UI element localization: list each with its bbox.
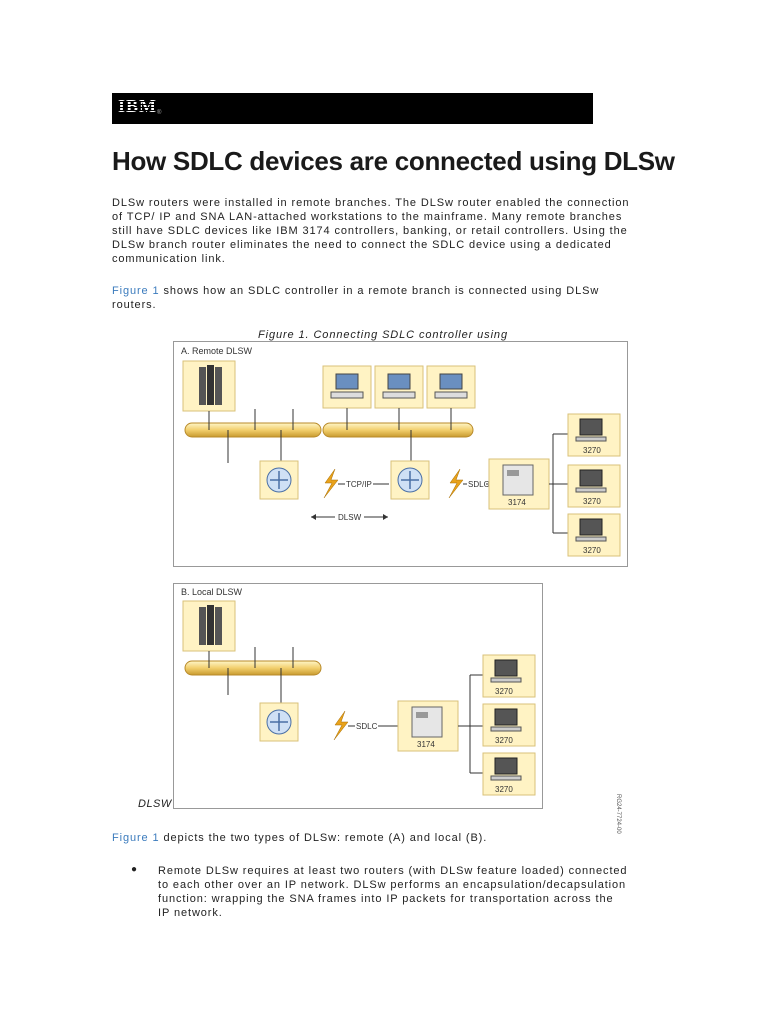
intro-line: DLSw routers were installed in remote br… <box>112 197 630 209</box>
registered-mark: ® <box>157 110 162 116</box>
terminal-3270-icon <box>567 513 621 557</box>
intro-line: communication link. <box>112 253 226 265</box>
diagram-local-dlsw: B. Local DLSW SDLC 3174 <box>173 583 543 809</box>
bullet-line: Remote DLSw requires at least two router… <box>158 865 628 877</box>
sdlc-label: SDLC <box>356 722 378 731</box>
diagram-a-label: A. Remote DLSW <box>181 346 253 356</box>
lan-connections <box>208 647 294 703</box>
terminal-label: 3270 <box>495 785 513 794</box>
terminal-label: 3270 <box>583 546 601 555</box>
intro-paragraph: DLSw routers were installed in remote br… <box>112 196 657 266</box>
lan-bus <box>184 422 322 438</box>
bullet-marker: ● <box>131 864 138 875</box>
dlsw-side-label: DLSW <box>138 798 172 810</box>
intro-line: DLSw branch router eliminates the need t… <box>112 239 612 251</box>
ibm-logo: IBM <box>118 96 157 116</box>
terminal-label: 3270 <box>495 687 513 696</box>
bullet-line: IP network. <box>158 907 223 919</box>
workstation-icon <box>426 365 476 409</box>
terminal-3270-icon <box>482 654 536 698</box>
intro-line: still have SDLC devices like IBM 3174 co… <box>112 225 628 237</box>
terminal-label: 3270 <box>495 736 513 745</box>
router-icon <box>390 460 430 500</box>
figure-reference-paragraph-2: Figure 1 depicts the two types of DLSw: … <box>112 831 657 845</box>
diagram-b-label: B. Local DLSW <box>181 587 243 597</box>
figure-ref-text-line2: routers. <box>112 299 157 311</box>
controller-3174-icon <box>488 458 550 510</box>
workstation-icon <box>322 365 372 409</box>
lightning-icon <box>448 468 464 499</box>
terminal-connections <box>458 674 483 774</box>
figure-caption: Figure 1. Connecting SDLC controller usi… <box>258 329 508 341</box>
figure-ref-text: shows how an SDLC controller in a remote… <box>159 285 600 297</box>
terminal-3270-icon <box>482 703 536 747</box>
lan-bus <box>322 422 474 438</box>
controller-label: 3174 <box>417 740 435 749</box>
bullet-item: Remote DLSw requires at least two router… <box>158 864 658 920</box>
tcpip-label: TCP/IP <box>346 480 372 489</box>
terminal-label: 3270 <box>583 497 601 506</box>
router-icon <box>259 702 299 742</box>
intro-line: of TCP/ IP and SNA LAN-attached workstat… <box>112 211 623 223</box>
terminal-label: 3270 <box>583 446 601 455</box>
header-banner <box>112 93 593 124</box>
lightning-icon <box>333 710 349 741</box>
figure-ref2-text: depicts the two types of DLSw: remote (A… <box>159 832 488 844</box>
controller-3174-icon <box>397 700 459 752</box>
page-title: How SDLC devices are connected using DLS… <box>112 146 675 176</box>
lan-bus <box>184 660 322 676</box>
terminal-3270-icon <box>567 413 621 457</box>
bullet-line: to each other over an IP network. DLSw p… <box>158 879 627 891</box>
mainframe-icon <box>182 600 236 652</box>
figure-1-link[interactable]: Figure 1 <box>112 832 160 844</box>
bullet-line: function: wrapping the SNA frames into I… <box>158 893 614 905</box>
mainframe-icon <box>182 360 236 412</box>
controller-label: 3174 <box>508 498 526 507</box>
lightning-icon <box>323 468 339 499</box>
figure-1-link[interactable]: Figure 1 <box>112 285 160 297</box>
figure-reference-paragraph: Figure 1 shows how an SDLC controller in… <box>112 284 657 312</box>
terminal-connections <box>549 433 568 534</box>
router-icon <box>259 460 299 500</box>
workstation-icon <box>374 365 424 409</box>
diagram-remote-dlsw: A. Remote DLSW <box>173 341 628 567</box>
dlsw-label: DLSW <box>338 513 362 522</box>
terminal-3270-icon <box>482 752 536 796</box>
terminal-3270-icon <box>567 464 621 508</box>
lan-connections <box>208 408 452 463</box>
figure-id: RG24-7724-00 <box>615 794 621 834</box>
sdlc-label: SDLC <box>468 480 490 489</box>
